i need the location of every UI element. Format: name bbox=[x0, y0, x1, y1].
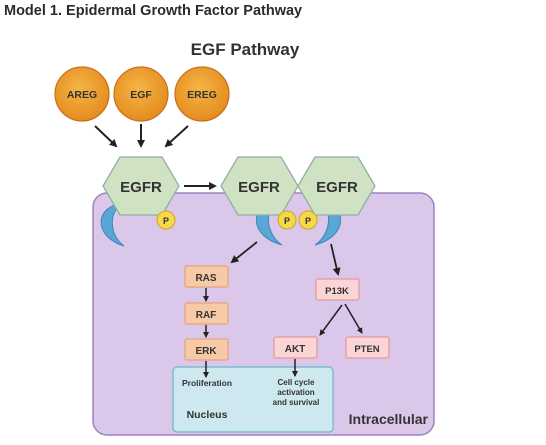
ligand-areg: AREG bbox=[54, 66, 110, 122]
arrow-p13k-to-akt bbox=[319, 304, 343, 336]
intracellular-label: Intracellular bbox=[349, 411, 429, 427]
arrow-areg-to-egfr bbox=[94, 125, 118, 148]
node-p13k-label: P13K bbox=[325, 286, 349, 297]
receptor-egfr-2: EGFR bbox=[220, 156, 299, 216]
document-title: Model 1. Epidermal Growth Factor Pathway bbox=[4, 3, 303, 19]
phosphate-3: P bbox=[298, 210, 318, 230]
phosphate-3-label: P bbox=[305, 216, 311, 226]
arrow-receptor-to-p13k bbox=[330, 243, 341, 276]
outcome-proliferation: Proliferation bbox=[182, 378, 232, 388]
node-pten-label: PTEN bbox=[354, 344, 379, 355]
node-erk-label: ERK bbox=[195, 346, 217, 357]
nucleus bbox=[172, 366, 334, 433]
ligand-ereg: EREG bbox=[174, 66, 230, 122]
nucleus-label: Nucleus bbox=[187, 409, 228, 421]
phosphate-2: P bbox=[277, 210, 297, 230]
node-pten: PTEN bbox=[345, 336, 390, 359]
receptor-egfr-2-label: EGFR bbox=[238, 179, 280, 196]
node-akt-label: AKT bbox=[285, 344, 306, 355]
node-raf: RAF bbox=[184, 302, 229, 325]
arrow-p13k-to-pten bbox=[344, 303, 363, 334]
node-erk: ERK bbox=[184, 338, 229, 361]
diagram-title: EGF Pathway bbox=[191, 40, 300, 59]
node-ras: RAS bbox=[184, 265, 229, 288]
outcome-cell-cycle-line1: Cell cycle bbox=[278, 378, 315, 387]
phosphate-2-label: P bbox=[284, 216, 290, 226]
receptor-egfr-3-label: EGFR bbox=[316, 179, 358, 196]
outcome-cell-cycle-line2: activation bbox=[277, 388, 314, 397]
receptor-egfr-3: EGFR bbox=[297, 156, 376, 216]
arrow-receptor-to-ras bbox=[230, 241, 258, 264]
node-ras-label: RAS bbox=[195, 273, 216, 284]
ligand-areg-label: AREG bbox=[67, 89, 97, 101]
outcome-cell-cycle-line3: and survival bbox=[273, 398, 320, 407]
ligand-egf: EGF bbox=[113, 66, 169, 122]
node-akt: AKT bbox=[273, 336, 318, 359]
receptor-egfr-1-label: EGFR bbox=[120, 179, 162, 196]
arrow-ereg-to-egfr bbox=[164, 125, 189, 148]
ligand-ereg-label: EREG bbox=[187, 89, 217, 101]
phosphate-1: P bbox=[156, 210, 176, 230]
phosphate-1-label: P bbox=[163, 216, 169, 226]
node-p13k: P13K bbox=[315, 278, 360, 301]
receptor-egfr-1: EGFR bbox=[102, 156, 180, 216]
receptor-tail-1 bbox=[100, 203, 125, 247]
node-raf-label: RAF bbox=[196, 310, 217, 321]
ligand-egf-label: EGF bbox=[130, 89, 152, 101]
